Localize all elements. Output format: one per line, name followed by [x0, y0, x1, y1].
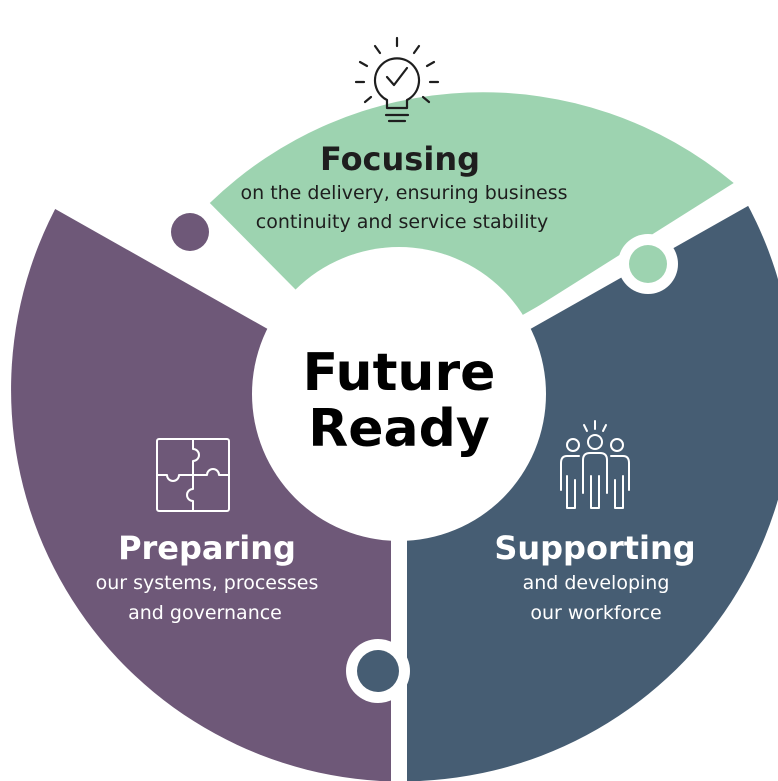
- focusing-title: Focusing: [320, 140, 480, 178]
- supporting-title: Supporting: [494, 529, 695, 567]
- center-title-line2: Ready: [308, 399, 490, 459]
- preparing-subtitle-line1: our systems, processes: [96, 572, 319, 594]
- focusing-subtitle-line1: on the delivery, ensuring business: [240, 182, 567, 204]
- puzzle-icon: [156, 438, 230, 512]
- lightbulb-check-icon: [354, 36, 440, 123]
- people-group-icon: [560, 420, 630, 509]
- preparing-title: Preparing: [118, 529, 296, 567]
- puzzle-tab-bottom: [346, 639, 410, 703]
- puzzle-tab-right: [618, 234, 678, 294]
- preparing-subtitle-line2: and governance: [128, 602, 282, 624]
- center-title-line1: Future: [303, 343, 496, 403]
- supporting-subtitle-line2: our workforce: [530, 602, 661, 624]
- center-circle: [252, 247, 546, 541]
- supporting-subtitle-line1: and developing: [523, 572, 670, 594]
- focusing-subtitle-line2: continuity and service stability: [256, 211, 548, 233]
- puzzle-tab-left: [160, 202, 220, 262]
